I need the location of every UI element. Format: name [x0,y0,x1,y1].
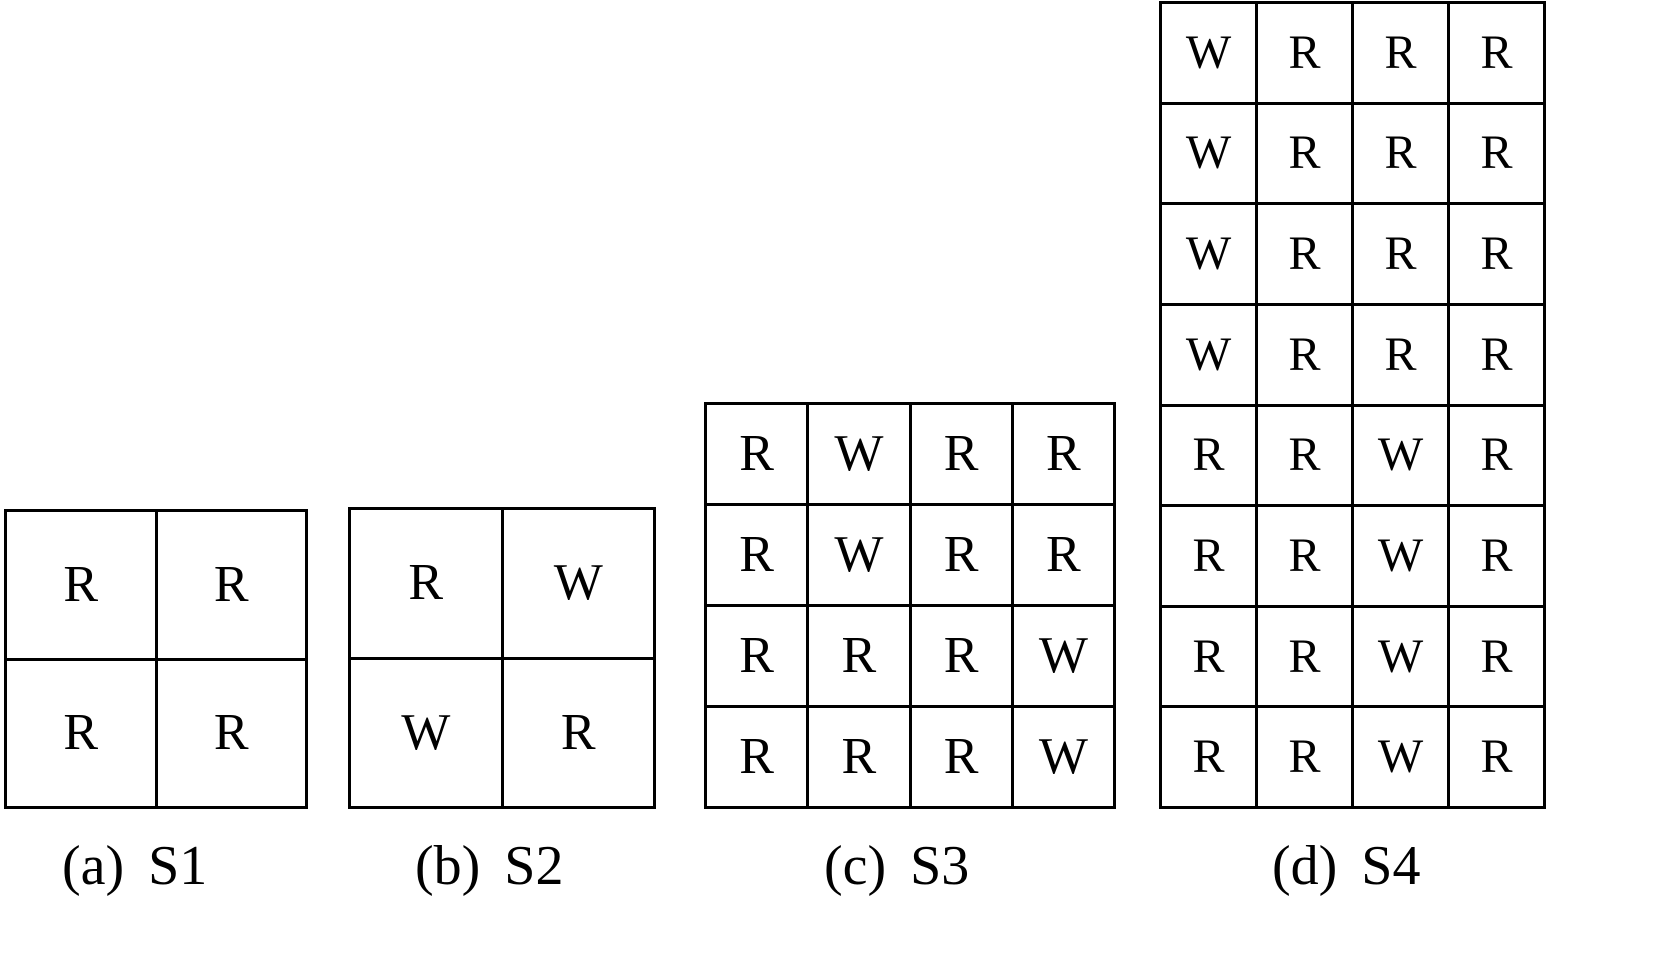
grid-cell: R [1258,406,1351,505]
grid-cell: W [1354,607,1447,706]
grid-cell: W [351,659,501,806]
grid-cell: R [911,405,1011,503]
grid-cell: W [503,510,653,657]
grid-cell: R [1354,205,1447,303]
grid-cell: W [809,405,909,503]
grid-cell: W [1354,708,1447,806]
grid-cell: R [1450,205,1543,303]
caption-label-d: S4 [1361,835,1421,897]
caption-s1: (a) S1 [62,838,207,894]
caption-label-c: S3 [910,835,970,897]
caption-s3: (c) S3 [824,838,969,894]
grid-cell: W [1354,406,1447,505]
grid-cell: R [707,405,807,503]
grid-cell: R [1258,708,1351,806]
grid-cell: R [707,708,807,806]
grid-cell: R [351,510,501,657]
grid-cell: R [911,506,1011,604]
grid-cell: R [1354,305,1447,404]
caption-label-b: S2 [504,835,564,897]
grid-cell: R [1013,405,1113,503]
grid-cell: R [7,512,155,658]
grid-cell: R [157,512,305,658]
grid-cell: R [7,660,155,806]
caption-tag-c: (c) [824,835,887,897]
grid-cell: R [1258,205,1351,303]
grid-cell: R [1450,305,1543,404]
grid-cell: W [809,506,909,604]
grid-cell: R [809,607,909,705]
grid-cell: R [1162,708,1255,806]
grid-cell: R [911,708,1011,806]
caption-tag-d: (d) [1272,835,1338,897]
grid-cell: R [911,607,1011,705]
grid-cell: R [1450,4,1543,102]
caption-s4: (d) S4 [1272,838,1420,894]
grid-cell: R [1258,305,1351,404]
grid-cell: R [1258,4,1351,102]
grid-cell: R [1258,507,1351,605]
grid-cell: W [1013,708,1113,806]
grid-cell: W [1013,607,1113,705]
grid-cell: R [157,660,305,806]
grid-cell: R [707,607,807,705]
grid-cell: R [1450,406,1543,505]
grid-cell: R [1450,607,1543,706]
grid-cell: R [1258,104,1351,203]
caption-label-a: S1 [148,835,208,897]
grid-cell: R [1162,607,1255,706]
grid-cell: R [503,659,653,806]
grid-cell: R [707,506,807,604]
grid-cell: R [1450,507,1543,605]
grid-cell: R [809,708,909,806]
grid-cell: R [1450,104,1543,203]
grid-cell: W [1354,507,1447,605]
grid-cell: R [1258,607,1351,706]
grid-cell: W [1162,4,1255,102]
caption-tag-b: (b) [415,835,481,897]
grid-cell: R [1450,708,1543,806]
grid-cell: R [1013,506,1113,604]
grid-cell: W [1162,205,1255,303]
grid-cell: R [1354,4,1447,102]
grid-cell: R [1354,104,1447,203]
grid-cell: R [1162,406,1255,505]
caption-s2: (b) S2 [415,838,563,894]
grid-cell: R [1162,507,1255,605]
grid-cell: W [1162,305,1255,404]
caption-tag-a: (a) [62,835,125,897]
grid-cell: W [1162,104,1255,203]
